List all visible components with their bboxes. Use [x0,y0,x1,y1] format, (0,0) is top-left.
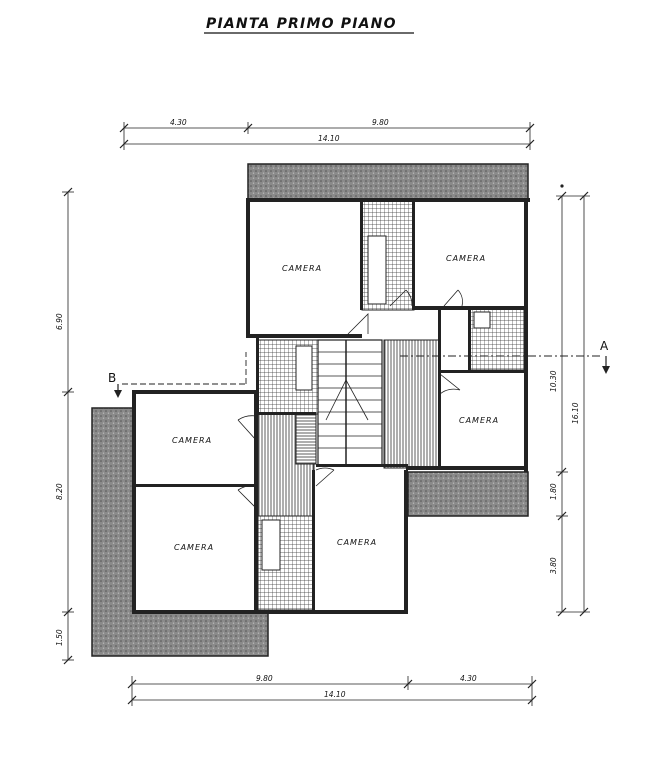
bottom-dimension-lines [127,676,537,706]
dim-top-left: 4.30 [170,118,187,127]
left-dimension-lines [62,187,74,665]
right-dimension-lines [556,184,590,617]
terrace-top [247,163,529,201]
dim-right-lower: 3.80 [549,557,558,574]
section-mark-b: B [108,371,116,385]
shower-right [473,311,491,329]
dim-bottom-left: 9.80 [256,674,273,683]
dim-top-total: 14.10 [318,134,340,143]
room-label-camera-top-left: CAMERA [282,264,322,273]
door-swings [237,289,463,509]
section-line-b [114,352,247,398]
room-label-camera-right: CAMERA [459,416,499,425]
dim-bottom-total: 14.10 [324,690,346,699]
terrace-right [407,471,529,517]
bathtub-bottom [261,519,281,571]
room-label-camera-left-upper: CAMERA [172,436,212,445]
staircase [317,339,383,467]
dim-left-lower: 8.20 [55,483,64,500]
plan-title: PIANTA PRIMO PIANO [206,16,397,32]
bathtub-mid-left [295,345,313,391]
room-label-camera-center: CAMERA [337,538,377,547]
landing-center [295,413,317,465]
dim-right-mid: 1.80 [549,483,558,500]
dim-right-total: 16.10 [571,402,580,424]
terrace-left [91,407,269,657]
room-label-camera-top-right: CAMERA [446,254,486,263]
dim-bottom-right: 4.30 [460,674,477,683]
top-dimension-lines [119,122,535,150]
corridor-right [383,339,441,469]
dim-top-right: 9.80 [372,118,389,127]
bathtub-top [367,235,387,305]
room-label-camera-left-lower: CAMERA [174,543,214,552]
section-line-a [400,355,610,374]
walls [132,198,530,614]
dim-right-upper: 10.30 [549,370,558,392]
dim-left-small: 1.50 [55,629,64,646]
dim-left-upper: 6.90 [55,313,64,330]
section-mark-a: A [600,339,609,353]
